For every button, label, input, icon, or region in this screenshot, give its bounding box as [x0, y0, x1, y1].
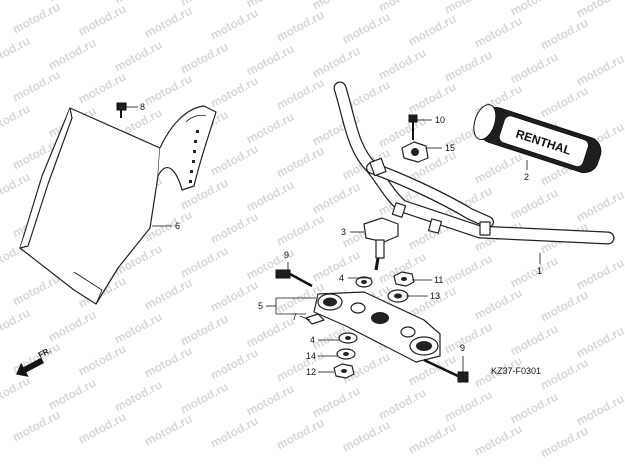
part-7: [305, 313, 325, 325]
bolt-10: [408, 114, 418, 140]
washer-14: [336, 348, 356, 360]
callout-2: 2: [524, 172, 529, 182]
bar-pad: RENTHAL: [473, 104, 602, 174]
callout-13: 13: [430, 291, 440, 301]
callout-11: 11: [434, 275, 443, 285]
callout-14: 14: [306, 351, 316, 361]
callout-6: 6: [175, 221, 180, 231]
number-plate: [19, 105, 217, 305]
handlebar: [333, 81, 615, 245]
washer-13: [387, 289, 409, 303]
callout-1: 1: [537, 266, 542, 276]
nut-11: [393, 271, 415, 287]
callout-4-upper: 4: [339, 273, 344, 283]
bolt-9-left: [275, 269, 313, 288]
bolt-8: [116, 102, 127, 118]
bushing-4-upper: [355, 276, 373, 288]
callout-7: 7: [292, 312, 297, 322]
front-direction-label: FR.: [37, 346, 53, 360]
callout-8: 8: [140, 102, 145, 112]
callout-4-lower: 4: [310, 335, 315, 345]
callout-10: 10: [435, 115, 445, 125]
top-clamp: [313, 291, 441, 363]
bushing-4-lower: [338, 332, 358, 344]
leader-lines: [126, 106, 541, 373]
diagram-reference-code: KZ37-F0301: [491, 366, 541, 376]
bar-holder: [363, 217, 399, 271]
bar-clamp: [401, 141, 429, 163]
front-direction-indicator: FR.: [16, 346, 53, 377]
callout-5: 5: [258, 301, 263, 311]
nut-12: [333, 363, 355, 379]
callout-15: 15: [445, 143, 455, 153]
bolt-9-right: [423, 358, 469, 383]
callout-3: 3: [341, 227, 346, 237]
callout-12: 12: [306, 367, 316, 377]
callout-9-right: 9: [460, 343, 465, 353]
callout-numbers: 8 6 1 2 3 10 15 4 11 13 9 5 7 4 14 12 9: [140, 102, 542, 377]
callout-9-left: 9: [284, 250, 289, 260]
